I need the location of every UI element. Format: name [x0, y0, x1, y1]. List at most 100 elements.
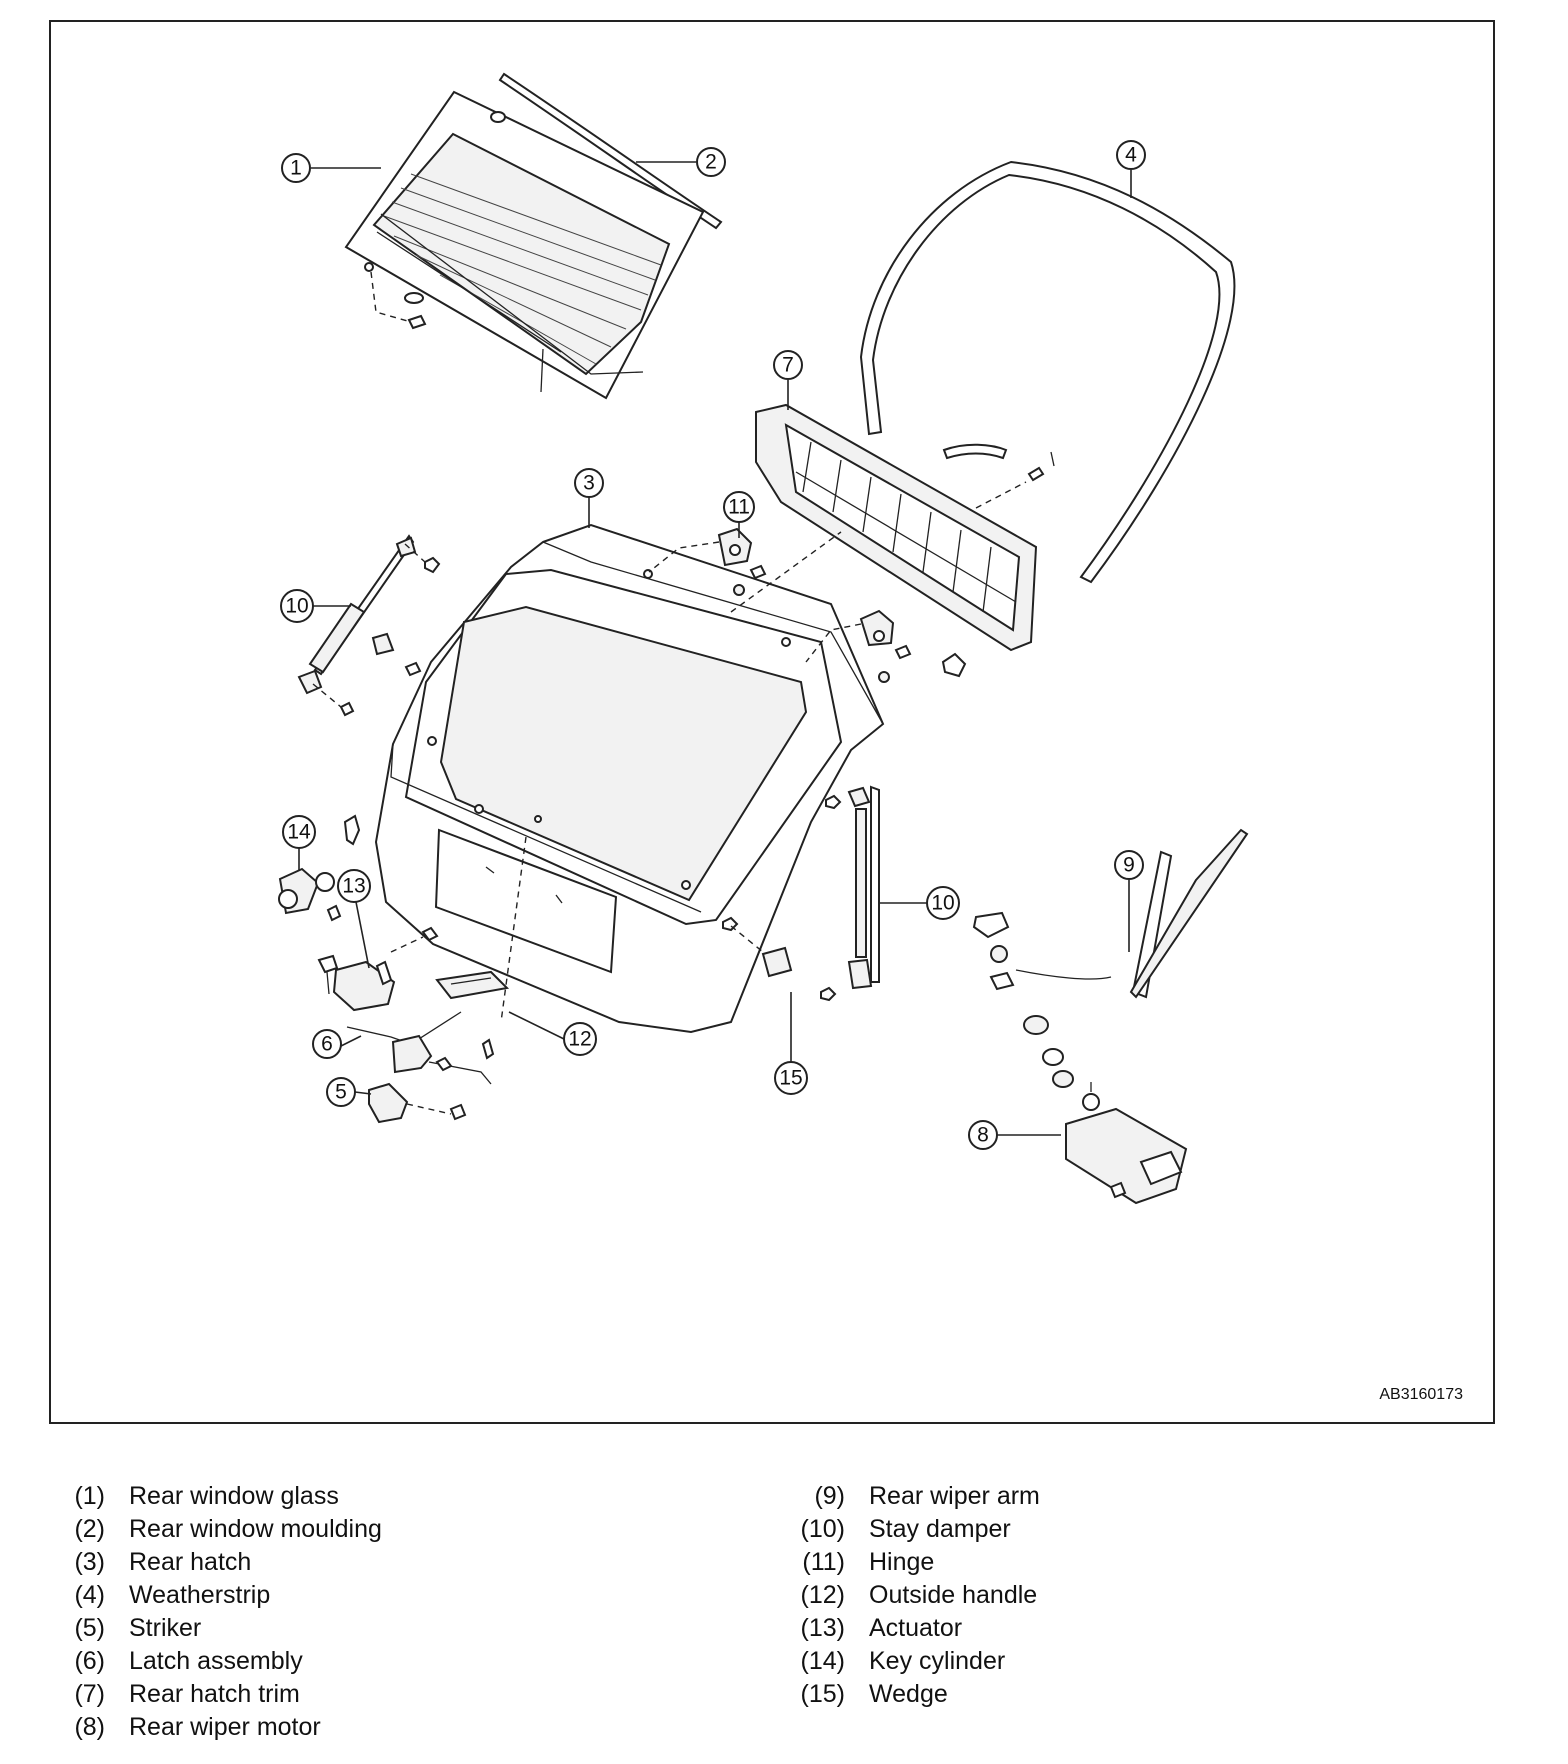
- legend-item-name: Hinge: [869, 1548, 935, 1576]
- legend-item-name: Rear wiper arm: [869, 1482, 1040, 1510]
- leader-lines: [298, 161, 1132, 1136]
- callout-2: 2: [696, 147, 726, 177]
- parts-legend: (1) Rear window glass (2) Rear window moul…: [49, 1480, 1495, 1750]
- legend-item-number: (11): [802, 1548, 845, 1576]
- legend-item-number: (3): [74, 1548, 105, 1576]
- svg-text:5: 5: [335, 1081, 347, 1104]
- legend-item-number: (1): [74, 1482, 105, 1510]
- figure-code: AB3160173: [1379, 1386, 1463, 1403]
- legend-item-name: Stay damper: [869, 1515, 1011, 1543]
- legend-item-number: (13): [800, 1614, 845, 1642]
- rear-wiper-motor: [1023, 1015, 1188, 1205]
- rear-wiper-arm: [972, 828, 1249, 999]
- callout-12: 12: [563, 1022, 597, 1056]
- callout-15: 15: [774, 1061, 808, 1095]
- legend-item-name: Actuator: [869, 1614, 963, 1642]
- legend-item-name: Striker: [129, 1614, 202, 1642]
- rear-hatch-trim: [755, 403, 1055, 678]
- legend-item-name: Key cylinder: [869, 1647, 1006, 1675]
- legend-item-number: (9): [814, 1482, 845, 1510]
- rear-window-moulding: [498, 72, 723, 230]
- legend-item: (4) Weatherstrip: [49, 1579, 382, 1612]
- svg-text:10: 10: [285, 595, 308, 618]
- legend-item: (12) Outside handle: [782, 1579, 1040, 1612]
- callout-14: 14: [282, 815, 316, 849]
- callout-5: 5: [326, 1077, 356, 1107]
- legend-item-name: Wedge: [869, 1680, 948, 1708]
- callout-3: 3: [574, 468, 604, 498]
- legend-column-right: (9) Rear wiper arm (10) Stay damper (11) Hi…: [782, 1480, 1040, 1711]
- rear-hatch: [374, 523, 885, 1034]
- callout-10-right: 10: [926, 886, 960, 920]
- legend-item: (14) Key cylinder: [782, 1645, 1040, 1678]
- exploded-view-diagram: 1 2 3 4 5 6 7 8: [278, 72, 1249, 1205]
- legend-item: (3) Rear hatch: [49, 1546, 382, 1579]
- weatherstrip: [859, 160, 1236, 584]
- svg-text:10: 10: [931, 892, 954, 915]
- svg-text:4: 4: [1125, 144, 1137, 167]
- legend-item: (11) Hinge: [782, 1546, 1040, 1579]
- legend-item-number: (15): [800, 1680, 845, 1708]
- legend-item: (2) Rear window moulding: [49, 1513, 382, 1546]
- legend-column-left: (1) Rear window glass (2) Rear window moul…: [49, 1480, 382, 1744]
- svg-text:8: 8: [977, 1124, 989, 1147]
- legend-item-name: Outside handle: [869, 1581, 1038, 1609]
- diagram-frame: 1 2 3 4 5 6 7 8: [49, 20, 1495, 1424]
- key-cylinder: [278, 814, 361, 922]
- legend-item-number: (8): [74, 1713, 105, 1741]
- legend-item: (1) Rear window glass: [49, 1480, 382, 1513]
- svg-text:6: 6: [321, 1033, 333, 1056]
- callout-9: 9: [1114, 850, 1144, 880]
- callout-10-left: 10: [280, 589, 314, 623]
- legend-item-name: Weatherstrip: [129, 1581, 271, 1609]
- hinge: [648, 527, 912, 683]
- callout-7: 7: [773, 350, 803, 380]
- wedge: [722, 916, 793, 978]
- stay-damper-left: [297, 534, 441, 717]
- callout-6: 6: [312, 1029, 342, 1059]
- legend-item-name: Rear hatch: [129, 1548, 252, 1576]
- callout-1: 1: [281, 153, 311, 183]
- legend-item: (7) Rear hatch trim: [49, 1678, 382, 1711]
- legend-item-name: Latch assembly: [129, 1647, 303, 1675]
- legend-item-number: (12): [800, 1581, 845, 1609]
- legend-item-name: Rear hatch trim: [129, 1680, 300, 1708]
- legend-item: (5) Striker: [49, 1612, 382, 1645]
- callout-4: 4: [1116, 140, 1146, 170]
- legend-item-name: Rear wiper motor: [129, 1713, 321, 1741]
- legend-item: (6) Latch assembly: [49, 1645, 382, 1678]
- latch-assembly: [346, 1011, 492, 1085]
- callout-8: 8: [968, 1120, 998, 1150]
- svg-text:11: 11: [728, 496, 750, 519]
- outside-handle: [435, 970, 510, 1060]
- svg-text:13: 13: [342, 875, 365, 898]
- svg-text:14: 14: [287, 821, 311, 844]
- legend-item-number: (4): [74, 1581, 105, 1609]
- callout-13: 13: [337, 869, 371, 903]
- legend-item: (8) Rear wiper motor: [49, 1711, 382, 1744]
- legend-item: (15) Wedge: [782, 1678, 1040, 1711]
- legend-item-number: (6): [74, 1647, 105, 1675]
- svg-text:15: 15: [779, 1067, 802, 1090]
- svg-text:2: 2: [705, 151, 717, 174]
- callout-11: 11: [723, 491, 755, 523]
- legend-item-number: (5): [74, 1614, 105, 1642]
- legend-item-name: Rear window glass: [129, 1482, 339, 1510]
- stay-damper-right: [820, 785, 880, 1002]
- legend-item-number: (14): [800, 1647, 845, 1675]
- actuator: [317, 926, 439, 1012]
- svg-text:12: 12: [568, 1028, 591, 1051]
- legend-item-number: (10): [800, 1515, 845, 1543]
- striker: [368, 1082, 467, 1124]
- rear-window-glass: [344, 90, 705, 400]
- legend-item-number: (2): [74, 1515, 105, 1543]
- legend-item-name: Rear window moulding: [129, 1515, 382, 1543]
- svg-text:3: 3: [583, 472, 595, 495]
- legend-item: (9) Rear wiper arm: [782, 1480, 1040, 1513]
- legend-item: (13) Actuator: [782, 1612, 1040, 1645]
- legend-item: (10) Stay damper: [782, 1513, 1040, 1546]
- svg-text:7: 7: [782, 354, 794, 377]
- svg-text:1: 1: [290, 157, 302, 180]
- svg-text:9: 9: [1123, 854, 1135, 877]
- legend-item-number: (7): [74, 1680, 105, 1708]
